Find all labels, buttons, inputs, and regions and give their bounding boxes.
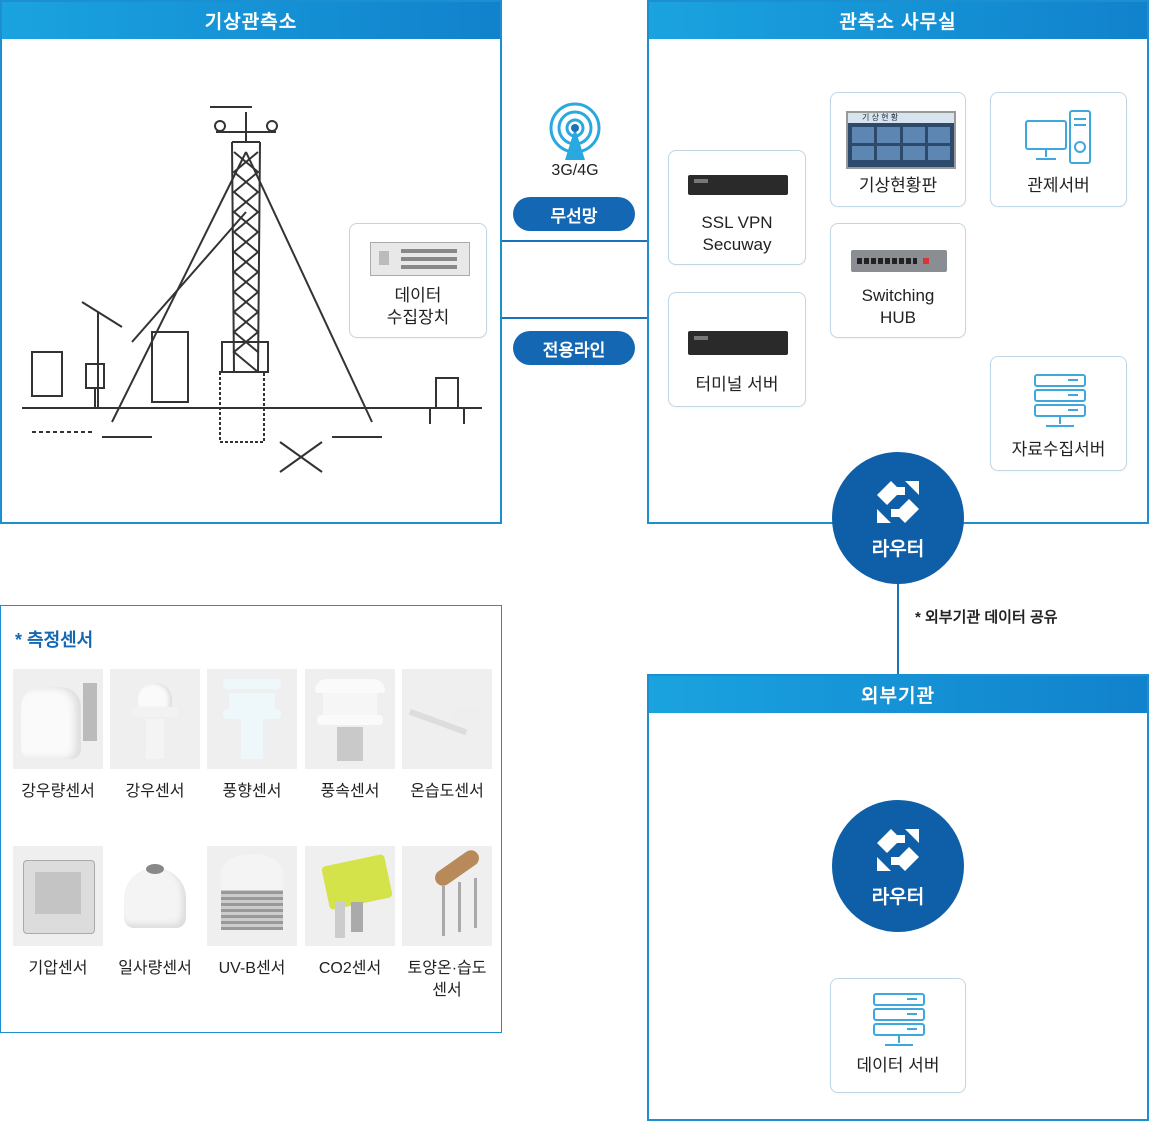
sensors-panel: * 측정센서 강우량센서 강우센서 풍향센서 풍속센서 bbox=[0, 605, 502, 1033]
ssl-vpn-box[interactable]: SSL VPN Secuway bbox=[668, 150, 806, 265]
link-logger-vpn bbox=[486, 240, 669, 242]
ssl-vpn-label-2: Secuway bbox=[702, 235, 772, 254]
ssl-vpn-label-1: SSL VPN bbox=[701, 213, 773, 232]
sensor-rain-gauge: 강우량센서 bbox=[13, 669, 103, 803]
sensor-rain-detector: 강우센서 bbox=[110, 669, 200, 803]
antenna-signal-icon bbox=[549, 102, 601, 160]
sensor-wind-direction-image bbox=[207, 669, 297, 769]
sensor-solar-image bbox=[110, 846, 200, 946]
terminal-server-label: 터미널 서버 bbox=[695, 375, 779, 394]
data-server-label: 데이터 서버 bbox=[856, 1056, 940, 1075]
sensor-label: 풍향센서 bbox=[222, 783, 282, 800]
weather-board-screen: 기 상 현 황 bbox=[846, 111, 956, 169]
sensor-pressure-image bbox=[13, 846, 103, 946]
weather-tower-illustration bbox=[22, 106, 482, 473]
weather-board-screen-title: 기 상 현 황 bbox=[848, 113, 954, 123]
vpn-device-image bbox=[688, 175, 788, 195]
sensor-label: CO2센서 bbox=[318, 960, 382, 977]
desktop-computer-icon bbox=[1025, 110, 1091, 164]
sensor-co2: CO2센서 bbox=[305, 846, 395, 980]
collection-server-label: 자료수집서버 bbox=[1011, 440, 1106, 459]
data-server-box[interactable]: 데이터 서버 bbox=[830, 978, 966, 1093]
weather-board-box[interactable]: 기 상 현 황 기상현황판 bbox=[830, 92, 966, 207]
link-logger-terminal bbox=[486, 317, 669, 319]
data-logger-label-1: 데이터 bbox=[394, 286, 442, 305]
sensor-label: 풍속센서 bbox=[320, 783, 380, 800]
data-logger-image bbox=[370, 242, 470, 276]
sensor-label: 토양온·습도 bbox=[407, 960, 487, 977]
sensor-soil-image bbox=[402, 846, 492, 946]
external-router[interactable]: 라우터 bbox=[832, 800, 964, 932]
sensor-wind-speed-image bbox=[305, 669, 395, 769]
sensor-label: 기압센서 bbox=[28, 960, 88, 977]
terminal-device-image bbox=[688, 331, 788, 355]
server-rack-icon bbox=[873, 993, 925, 1046]
office-router-label: 라우터 bbox=[871, 539, 925, 560]
control-server-box[interactable]: 관제서버 bbox=[990, 92, 1127, 207]
sensor-co2-image bbox=[305, 846, 395, 946]
sensor-rain-gauge-image bbox=[13, 669, 103, 769]
sensor-label: UV-B센서 bbox=[218, 960, 286, 977]
data-logger-label-2: 수집장치 bbox=[386, 308, 450, 327]
wireless-network-pill: 무선망 bbox=[513, 197, 635, 231]
sensor-uvb: UV-B센서 bbox=[207, 846, 297, 980]
sensor-rain-detector-image bbox=[110, 669, 200, 769]
data-logger-box[interactable]: 데이터 수집장치 bbox=[349, 223, 487, 338]
hub-device-image bbox=[851, 250, 947, 272]
panel-title: 기상관측소 bbox=[2, 2, 500, 39]
sensor-wind-direction: 풍향센서 bbox=[207, 669, 297, 803]
router-arrows-icon bbox=[877, 481, 919, 523]
share-note: * 외부기관 데이터 공유 bbox=[915, 609, 1058, 626]
control-server-label: 관제서버 bbox=[1027, 176, 1090, 195]
signal-type-label: 3G/4G bbox=[551, 162, 599, 179]
collection-server-box[interactable]: 자료수집서버 bbox=[990, 356, 1127, 471]
external-router-label: 라우터 bbox=[871, 887, 925, 908]
terminal-server-box[interactable]: 터미널 서버 bbox=[668, 292, 806, 407]
sensor-temp-humidity-image bbox=[402, 669, 492, 769]
router-arrows-icon bbox=[877, 829, 919, 871]
sensor-label: 온습도센서 bbox=[410, 783, 484, 800]
sensor-temp-humidity: 온습도센서 bbox=[402, 669, 492, 803]
switching-hub-label-2: HUB bbox=[880, 308, 916, 327]
switching-hub-box[interactable]: Switching HUB bbox=[830, 223, 966, 338]
sensors-title: * 측정센서 bbox=[15, 630, 94, 650]
sensor-label: 일사량센서 bbox=[118, 960, 192, 977]
panel-title: 외부기관 bbox=[649, 676, 1147, 713]
sensor-label-line2: 센서 bbox=[432, 982, 462, 999]
sensor-wind-speed: 풍속센서 bbox=[305, 669, 395, 803]
sensor-pressure: 기압센서 bbox=[13, 846, 103, 980]
leased-line-pill: 전용라인 bbox=[513, 331, 635, 365]
sensor-label: 강우량센서 bbox=[21, 783, 95, 800]
weather-board-label: 기상현황판 bbox=[858, 176, 938, 195]
office-router[interactable]: 라우터 bbox=[832, 452, 964, 584]
panel-title: 관측소 사무실 bbox=[649, 2, 1147, 39]
sensor-solar: 일사량센서 bbox=[110, 846, 200, 980]
server-rack-icon bbox=[1034, 374, 1086, 427]
switching-hub-label-1: Switching bbox=[861, 286, 935, 305]
sensor-uvb-image bbox=[207, 846, 297, 946]
sensor-label: 강우센서 bbox=[125, 783, 185, 800]
sensor-soil: 토양온·습도 센서 bbox=[402, 846, 492, 1002]
